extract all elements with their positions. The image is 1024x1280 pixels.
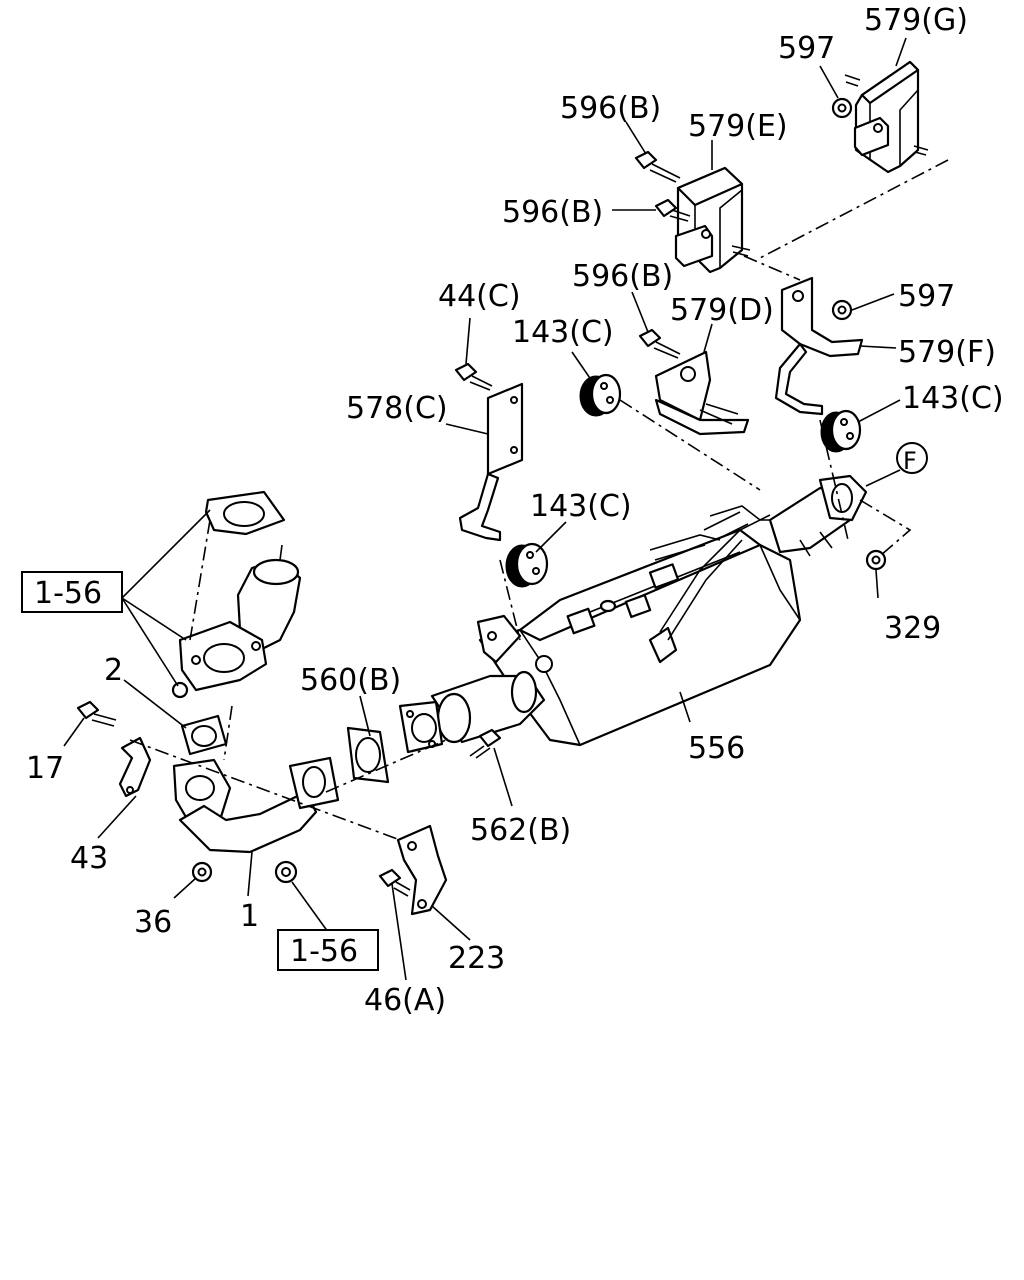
label-143c-left: 143(C) bbox=[530, 489, 632, 524]
label-143c-upper: 143(C) bbox=[512, 315, 614, 350]
label-46a: 46(A) bbox=[364, 983, 446, 1018]
clamp-43 bbox=[118, 736, 152, 798]
hanger-579d bbox=[654, 350, 750, 436]
label-596b-1: 596(B) bbox=[560, 91, 661, 126]
bolt-596b-3 bbox=[638, 328, 681, 359]
bolt-596b-1 bbox=[634, 150, 681, 183]
label-1-56-left: 1-56 bbox=[34, 576, 102, 611]
label-17: 17 bbox=[26, 751, 64, 786]
gasket-560b bbox=[346, 726, 390, 784]
nut-597-top bbox=[831, 97, 853, 119]
label-43: 43 bbox=[70, 841, 108, 876]
bolt-562b bbox=[469, 728, 502, 759]
label-596b-3: 596(B) bbox=[572, 259, 673, 294]
nut-329 bbox=[865, 549, 887, 571]
label-562b: 562(B) bbox=[470, 813, 571, 848]
label-223: 223 bbox=[448, 941, 505, 976]
label-560b: 560(B) bbox=[300, 663, 401, 698]
label-1-56-bottom: 1-56 bbox=[290, 934, 358, 969]
label-556: 556 bbox=[688, 731, 745, 766]
label-597-top: 597 bbox=[778, 31, 835, 66]
ref-circle-f bbox=[896, 442, 928, 474]
bolt-44c bbox=[454, 362, 493, 391]
leader-lines bbox=[63, 37, 907, 981]
bolt-46a bbox=[378, 868, 411, 897]
label-44c: 44(C) bbox=[438, 279, 521, 314]
label-579d: 579(D) bbox=[670, 293, 774, 328]
label-36: 36 bbox=[134, 905, 172, 940]
hanger-579f bbox=[774, 276, 864, 416]
turbo-housing bbox=[178, 544, 302, 692]
label-596b-2: 596(B) bbox=[502, 195, 603, 230]
front-pipe-1 bbox=[172, 756, 340, 854]
label-143c-right: 143(C) bbox=[902, 381, 1004, 416]
label-597-mid: 597 bbox=[898, 279, 955, 314]
label-579g: 579(G) bbox=[864, 3, 968, 38]
flex-pipe-section bbox=[398, 670, 546, 754]
assembly-lines bbox=[129, 159, 949, 841]
rubber-mount-143c-left bbox=[505, 542, 549, 588]
gasket-2 bbox=[180, 714, 228, 756]
part-labels: 579(G) 597 596(B) 579(E) 596(B) 596(B) 5… bbox=[26, 3, 1004, 1018]
label-2: 2 bbox=[104, 653, 123, 688]
label-329: 329 bbox=[884, 611, 941, 646]
nut-597-mid bbox=[831, 299, 853, 321]
label-579e: 579(E) bbox=[688, 109, 788, 144]
hanger-579e bbox=[674, 166, 751, 274]
nut-small-156 bbox=[171, 681, 298, 884]
gasket-upper-left bbox=[204, 490, 286, 536]
dpf-assembly-556 bbox=[476, 474, 868, 747]
label-1: 1 bbox=[240, 899, 259, 934]
hanger-579g bbox=[844, 60, 929, 174]
ref-box-1-56-bottom bbox=[277, 929, 379, 971]
bracket-578c bbox=[458, 382, 524, 542]
bolt-17 bbox=[76, 700, 117, 727]
label-578c: 578(C) bbox=[346, 391, 448, 426]
label-579f: 579(F) bbox=[898, 335, 996, 370]
rubber-mount-143c-upper bbox=[579, 373, 622, 417]
ref-box-1-56-left bbox=[21, 571, 123, 613]
nut-36 bbox=[191, 861, 213, 883]
rubber-mount-143c-right bbox=[820, 409, 862, 453]
label-f: F bbox=[903, 447, 917, 475]
bracket-223 bbox=[396, 824, 448, 916]
bolt-596b-2 bbox=[654, 198, 691, 222]
